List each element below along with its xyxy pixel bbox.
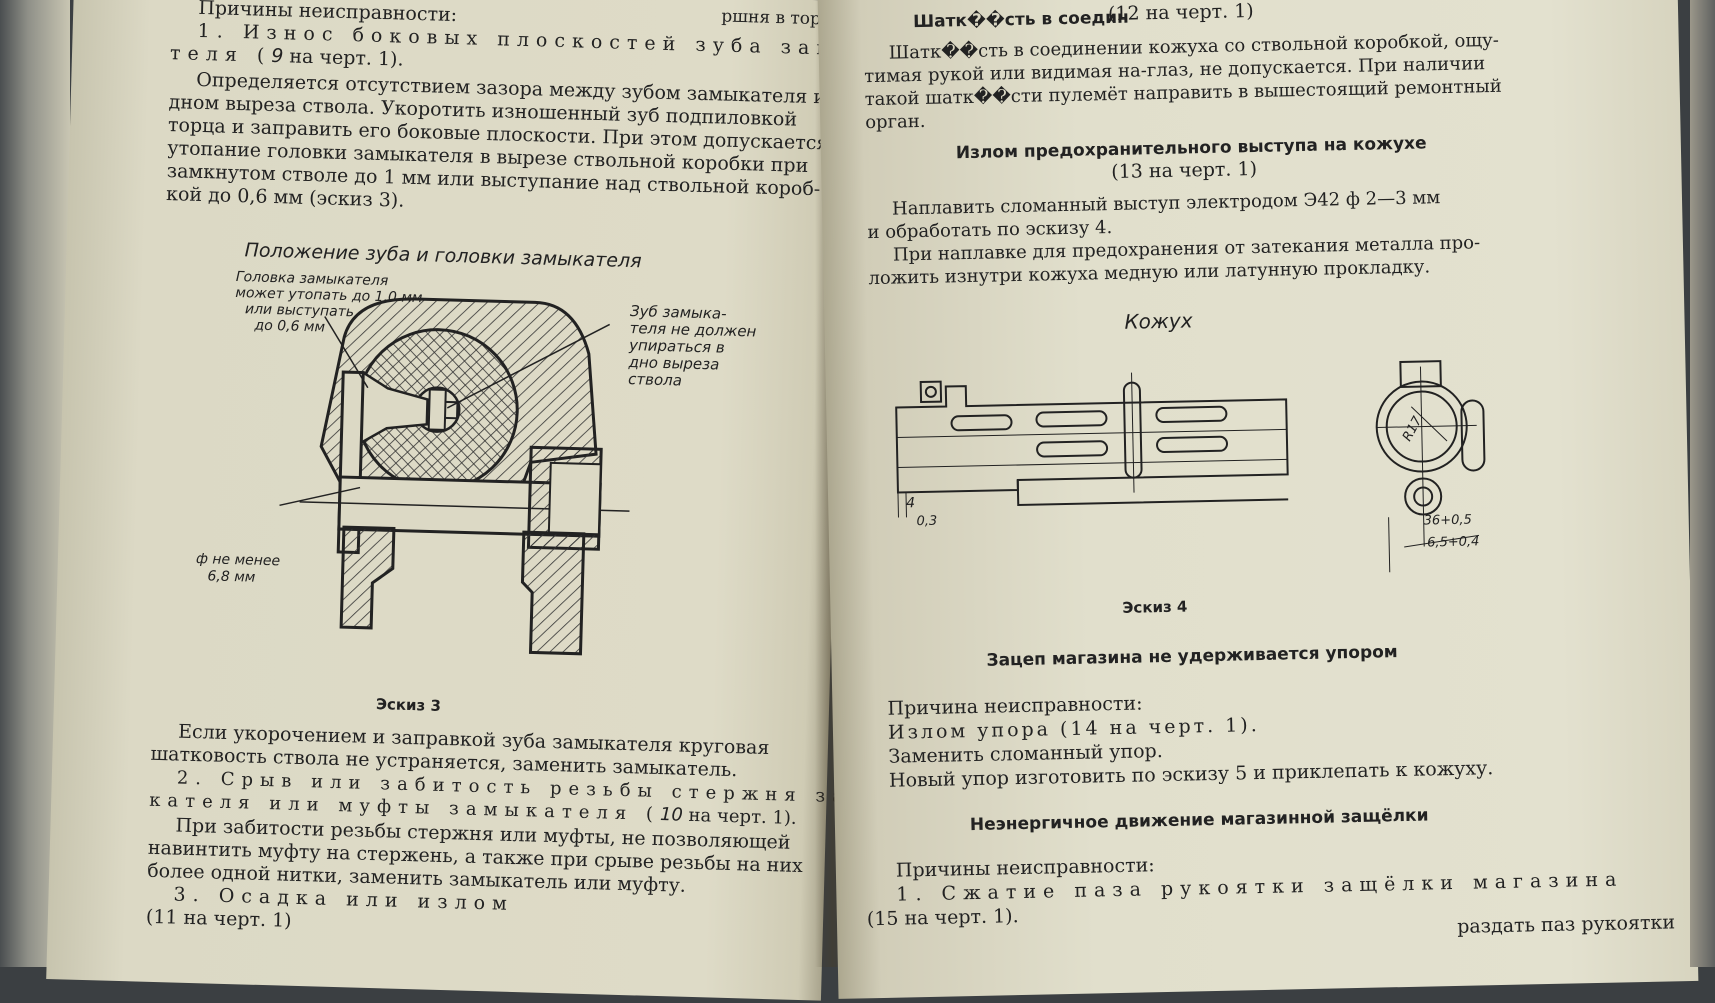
callout-head: Головка замыкателя может утопать до 1,0 … xyxy=(234,269,423,338)
dim-c: 36+0,5 xyxy=(1424,513,1472,529)
callout-diameter: ф не менее 6,8 мм xyxy=(195,551,281,587)
callout-tooth-line5: ствола xyxy=(627,370,683,390)
r-tail-fragment: раздать паз рукоятки xyxy=(1456,911,1676,938)
top-heading-ref: (12 на черт. 1) xyxy=(1107,0,1254,26)
figure-caption: Эскиз 3 xyxy=(375,695,442,715)
item1-text: теля ( xyxy=(169,42,272,67)
left-leg xyxy=(339,525,396,630)
callout-dia-line2: 6,8 мм xyxy=(207,568,256,586)
figure-title: Положение зуба и головки замыкателя xyxy=(244,239,642,273)
heading-2-ref: (13 на черт. 1) xyxy=(1111,157,1258,183)
top-heading: Шатк��сть в соедин xyxy=(912,7,1129,33)
sketch3-drawing xyxy=(279,297,630,656)
casing-side xyxy=(895,385,1289,494)
left-page: ршня в торец Причины неисправности: 1. И… xyxy=(46,0,911,1001)
r-para1-line4: орган. xyxy=(865,110,926,134)
item1-ref: на черт. 1). xyxy=(283,45,404,71)
dim-d: 6,5+0,4 xyxy=(1427,534,1480,550)
item2-ref: на черт. 1). xyxy=(682,804,797,829)
dim-a: 4 xyxy=(906,495,915,511)
item2-ref-number: 10 xyxy=(659,804,684,826)
r-para2-line1: Наплавить сломанный выступ электродом Э4… xyxy=(891,187,1441,220)
right-page: Шатк��сть в соедин (12 на черт. 1) Шатк�… xyxy=(817,0,1699,999)
sketch4-drawing: 4 0,3 R17 36+0,5 6,5+0,4 xyxy=(895,360,1486,573)
item1-ref-number: 9 xyxy=(271,44,284,68)
figure-caption-2: Эскиз 4 xyxy=(1122,597,1188,617)
heading-4: Неэнергичное движение магазинной защёлки xyxy=(969,805,1429,836)
callout-tooth: Зуб замыка- теля не должен упираться в д… xyxy=(627,302,757,392)
right-leg xyxy=(520,530,586,656)
item3-line2: (11 на черт. 1) xyxy=(145,905,292,932)
figure-title-2: Кожух xyxy=(1124,308,1193,334)
book-right-edge xyxy=(1690,0,1715,967)
heading-3: Зацеп магазина не удерживается упором xyxy=(986,642,1398,671)
dim-b: 0,3 xyxy=(916,514,937,529)
r-item1-ref: (15 на черт. 1). xyxy=(866,905,1019,931)
